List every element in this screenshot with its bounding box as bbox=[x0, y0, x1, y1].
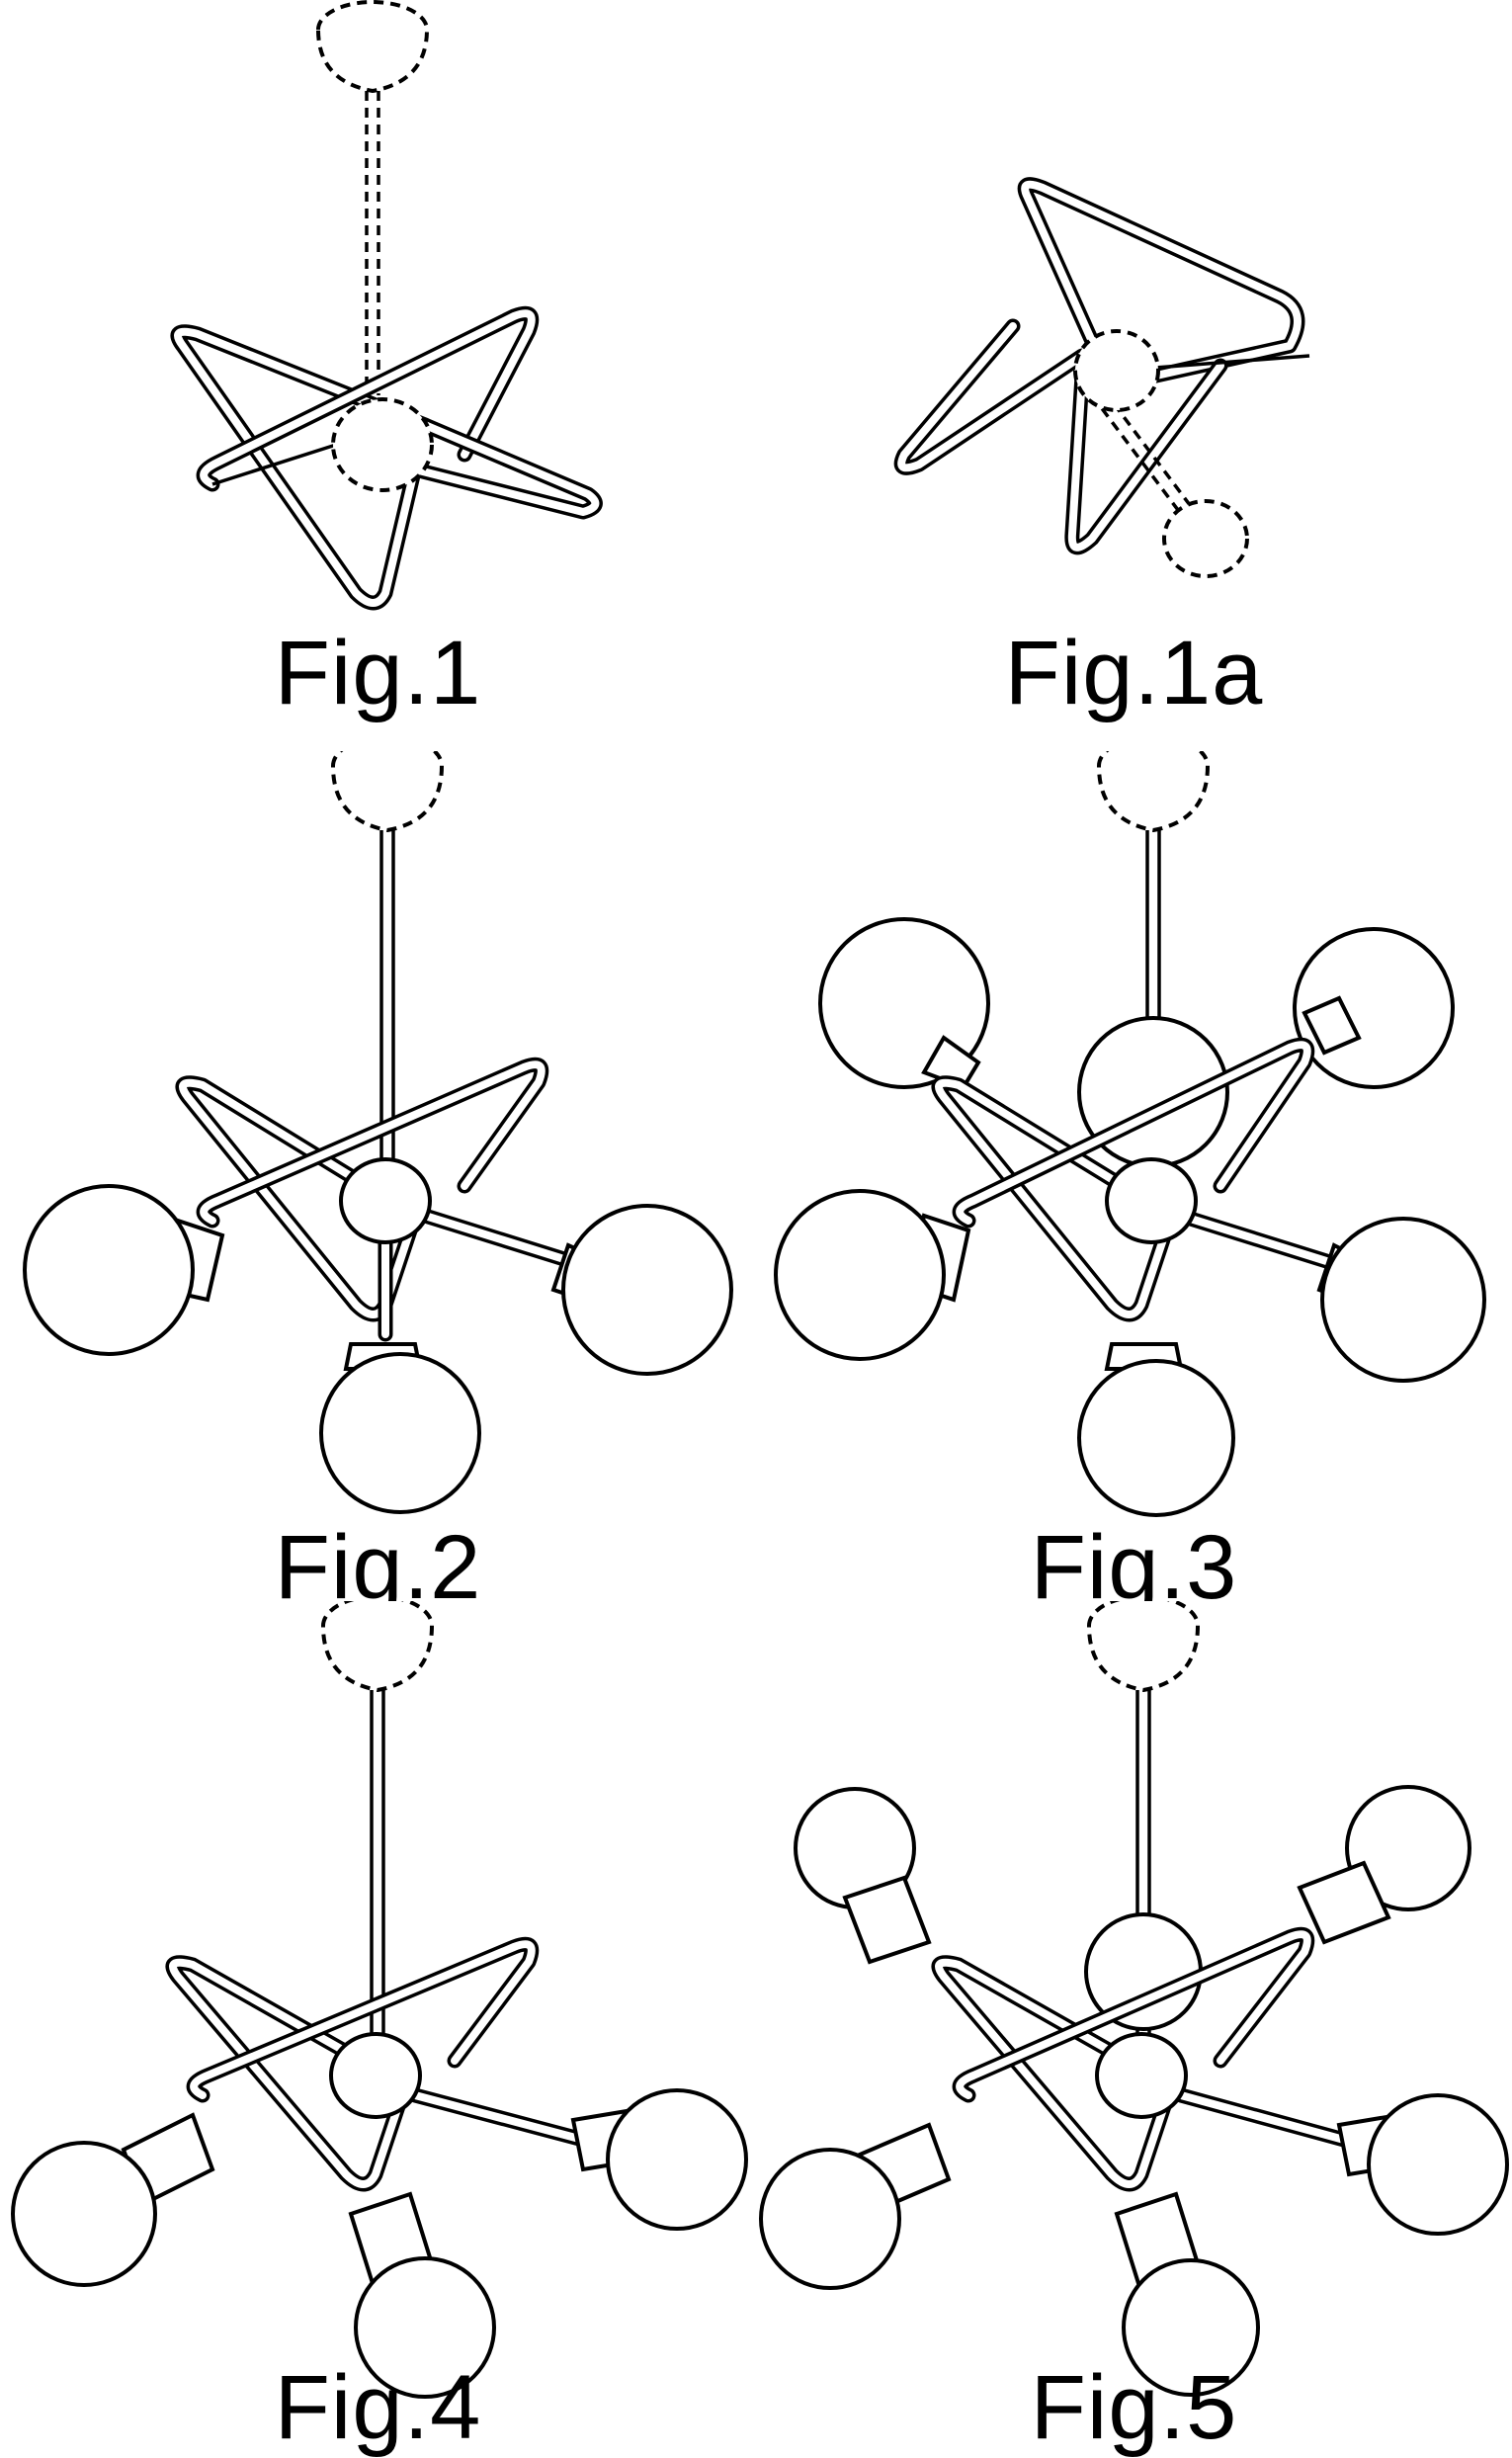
bulb-right bbox=[1369, 2095, 1507, 2234]
figure-4-drawing bbox=[0, 1601, 756, 2451]
figure-3-label: Fig.3 bbox=[756, 1522, 1512, 1613]
canopy-dashed bbox=[318, 2, 427, 91]
canopy-dashed bbox=[333, 751, 442, 830]
figure-1: Fig.1 bbox=[0, 0, 756, 751]
bulb-right bbox=[608, 2090, 746, 2229]
hub bbox=[1107, 1159, 1196, 1242]
bulb-left bbox=[13, 2143, 155, 2285]
hub-dashed bbox=[333, 399, 432, 490]
globe-left bbox=[776, 1191, 944, 1359]
figure-4: Fig.4 bbox=[0, 1601, 756, 2451]
bulb-left bbox=[761, 2150, 899, 2288]
figure-2: Fig.2 bbox=[0, 751, 756, 1601]
hub bbox=[1097, 2034, 1186, 2117]
hub bbox=[341, 1159, 430, 1242]
globe-left bbox=[25, 1186, 193, 1354]
rod-dashed-a bbox=[1092, 395, 1181, 514]
canopy-dashed bbox=[1089, 1601, 1198, 1690]
figure-5: Fig.5 bbox=[756, 1601, 1512, 2451]
canopy-dashed bbox=[1099, 751, 1208, 830]
figure-5-drawing bbox=[756, 1601, 1512, 2451]
globe-right bbox=[563, 1206, 731, 1374]
figure-3-drawing bbox=[756, 751, 1512, 1601]
figure-3: Fig.3 bbox=[756, 751, 1512, 1601]
figure-5-label: Fig.5 bbox=[756, 2362, 1512, 2453]
globe-right bbox=[1322, 1219, 1484, 1381]
figure-2-drawing bbox=[0, 751, 756, 1601]
figure-1a-label: Fig.1a bbox=[756, 628, 1512, 719]
figure-1a: Fig.1a bbox=[756, 0, 1512, 751]
canopy-dashed bbox=[1164, 501, 1247, 576]
globe-bottom bbox=[1079, 1361, 1233, 1515]
hub-dashed bbox=[1075, 331, 1158, 410]
figure-1-label: Fig.1 bbox=[0, 628, 756, 719]
figure-2-label: Fig.2 bbox=[0, 1522, 756, 1613]
canopy-dashed bbox=[323, 1601, 432, 1690]
globe-bottom bbox=[321, 1354, 479, 1512]
figure-4-label: Fig.4 bbox=[0, 2362, 756, 2453]
hub bbox=[331, 2034, 420, 2117]
